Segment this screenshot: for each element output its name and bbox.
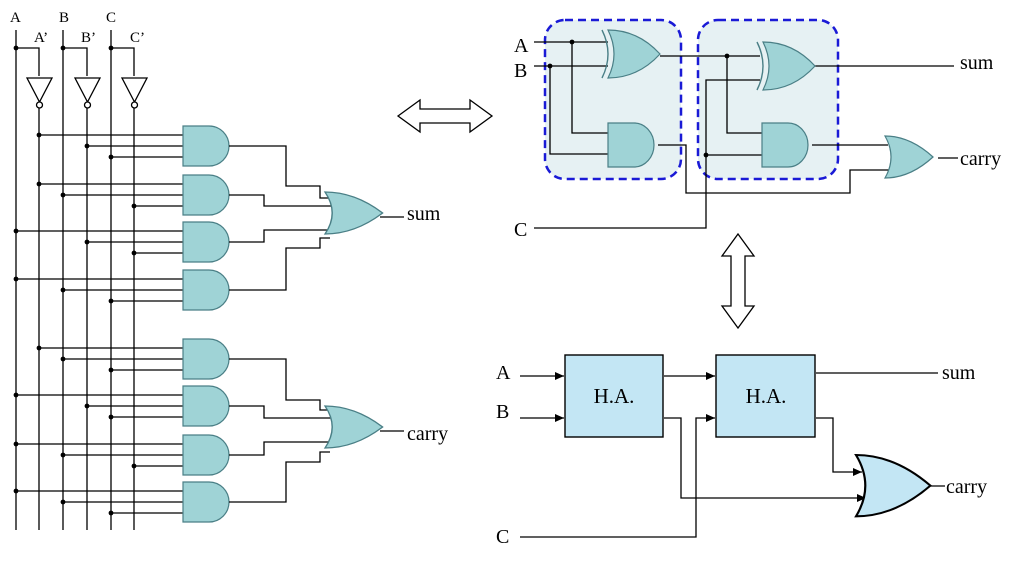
carry-output-label-bottom: carry [946,476,987,498]
inverter-a [26,77,53,109]
input-label-b: B [59,10,69,26]
input-label-a-bottom: A [496,362,511,384]
inverted-label-b: B’ [81,30,96,46]
and-gate-sum-2 [182,174,230,216]
carry-output-label-top: carry [960,148,1001,170]
half-adder-1-label: H.A. [594,384,635,408]
top-wiring [534,39,958,229]
and-gate-carry-2 [182,385,230,427]
or-gate-carry [324,405,384,449]
and-input-wiring [13,132,183,516]
or-gate-sum [324,191,384,235]
and-gate-ha-2 [761,122,809,168]
xor-gate-1 [601,29,661,79]
input-label-c: C [106,10,116,26]
bottom-right-circuit: A B C H.A. H.A. sum carry [496,354,987,548]
input-label-c-bottom: C [496,526,509,548]
half-adder-block-2: H.A. [715,354,816,438]
inverter-b [74,77,101,109]
or-gate-top-carry [884,135,934,179]
inverter-c [121,77,148,109]
input-label-a: A [10,10,21,26]
inverted-label-a: A’ [34,30,48,46]
xor-gate-2 [756,41,816,91]
and-gate-sum-4 [182,269,230,311]
carry-or-wiring [229,358,404,503]
or-gate-bottom-carry [854,453,932,518]
equivalence-arrow-vertical [720,232,756,330]
left-circuit: A B C A’ B’ C’ [10,10,448,530]
equivalence-arrow-horizontal [396,98,494,134]
and-gate-sum-1 [182,125,230,167]
input-label-b-top: B [514,60,527,82]
and-gate-sum-3 [182,221,230,263]
sum-output-label-bottom: sum [942,362,976,384]
input-label-c-top: C [514,219,527,241]
and-gate-carry-1 [182,338,230,380]
inverted-label-c: C’ [130,30,145,46]
sum-output-label: sum [407,203,441,225]
input-bus [13,30,135,530]
and-gate-carry-4 [182,481,230,523]
top-right-circuit: A B C [514,18,1001,241]
sum-or-wiring [229,145,404,291]
input-label-b-bottom: B [496,401,509,423]
and-gate-carry-3 [182,434,230,476]
and-gate-ha-1 [607,122,655,168]
bottom-wiring [520,372,945,538]
half-adder-block-1: H.A. [564,354,664,438]
half-adder-2-label: H.A. [746,384,787,408]
sum-output-label-top: sum [960,52,994,74]
carry-output-label: carry [407,423,448,445]
input-label-a-top: A [514,35,529,57]
